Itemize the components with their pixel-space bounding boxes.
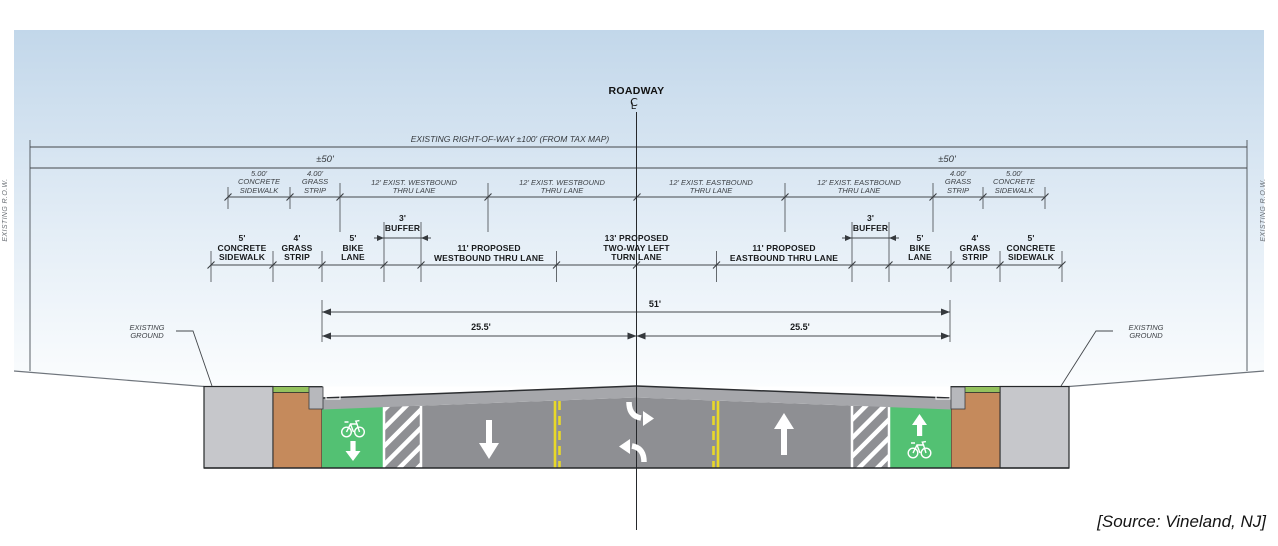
existing-dim-label: 4.00' GRASS STRIP — [301, 169, 329, 195]
row-boundary-lines — [29, 140, 1248, 371]
centerline-symbol-c: C — [630, 96, 638, 109]
half-width-label-right: 25.5' — [790, 322, 810, 332]
proposed-dim-label: 4' GRASS STRIP — [281, 233, 313, 263]
bicycle-icon-right — [907, 440, 932, 459]
proposed-dim-label-buffer: 3' BUFFER — [852, 213, 889, 233]
proposed-dim-label: 11' PROPOSED EASTBOUND THRU LANE — [729, 243, 839, 263]
width-extension-lines — [321, 300, 951, 342]
sky-background — [14, 30, 1264, 387]
existing-dim-label: 12' EXIST. EASTBOUND THRU LANE — [817, 178, 901, 196]
total-width-label: 51' — [648, 299, 662, 309]
eastbound-arrow-icon — [774, 413, 794, 455]
bicycle-icon-left — [341, 419, 366, 438]
proposed-dim-label: 11' PROPOSED WESTBOUND THRU LANE — [433, 243, 545, 263]
proposed-dim-label: 5' CONCRETE SIDEWALK — [1006, 233, 1056, 263]
existing-dim-label: 12' EXIST. WESTBOUND THRU LANE — [371, 178, 457, 196]
existing-ground-label-right: EXISTING GROUND — [1128, 323, 1164, 341]
proposed-dim-label: 4' GRASS STRIP — [959, 233, 991, 263]
existing-dim-label: 4.00' GRASS STRIP — [944, 169, 972, 195]
source-note: [Source: Vineland, NJ] — [1097, 512, 1266, 531]
pavement-markings — [341, 401, 932, 463]
sidewalk-left — [203, 385, 274, 469]
existing-ground-line — [13, 370, 1265, 388]
proposed-dim-label: 5' CONCRETE SIDEWALK — [217, 233, 267, 263]
curb-right — [950, 386, 966, 410]
existing-extension-lines — [227, 183, 1046, 232]
proposed-extension-lines — [210, 222, 1063, 282]
proposed-dim-label: 5' BIKE LANE — [908, 233, 932, 263]
buffer-hatch-left — [384, 406, 421, 468]
existing-dim-label: 5.00' CONCRETE SIDEWALK — [992, 169, 1036, 195]
lane-edge-lines — [382, 406, 891, 468]
yellow-lane-lines — [553, 401, 720, 468]
existing-ground-label-left: EXISTING GROUND — [129, 323, 165, 341]
bike-arrow-left-icon — [345, 441, 361, 461]
bike-arrow-right-icon — [912, 414, 927, 436]
buffer-hatch-right — [852, 406, 889, 468]
row-edge-label-right: EXISTING R.O.W. — [1260, 178, 1267, 242]
proposed-dim-label: 13' PROPOSED TWO-WAY LEFT TURN LANE — [603, 233, 670, 263]
proposed-dim-label: 5' BIKE LANE — [341, 233, 365, 263]
gutter-joint-right — [935, 388, 951, 400]
centerline-symbol: CL — [616, 96, 657, 112]
gutter-joint-left — [325, 388, 341, 400]
half-width-label-left: 25.5' — [471, 322, 491, 332]
curb-left — [308, 386, 324, 410]
proposed-dim-label-buffer: 3' BUFFER — [384, 213, 421, 233]
dimension-arrowheads — [322, 235, 950, 340]
proposed-dim-ticks — [207, 261, 1066, 269]
centerline-symbol-l: L — [630, 101, 636, 112]
half-row-label-right: ±50' — [938, 154, 956, 165]
westbound-arrow-icon — [479, 420, 499, 459]
sidewalk-right — [999, 385, 1070, 469]
existing-dim-label: 12' EXIST. WESTBOUND THRU LANE — [519, 178, 605, 196]
row-edge-label-left: EXISTING R.O.W. — [2, 178, 9, 242]
existing-dim-label: 12' EXIST. EASTBOUND THRU LANE — [669, 178, 753, 196]
right-of-way-heading: EXISTING RIGHT-OF-WAY ±100' (FROM TAX MA… — [410, 134, 610, 144]
two-way-left-turn-arrows-icon — [619, 401, 654, 463]
half-row-label-left: ±50' — [316, 154, 334, 165]
existing-dim-label: 5.00' CONCRETE SIDEWALK — [237, 169, 281, 195]
ground-leader-lines — [176, 330, 1113, 387]
roadway-title: ROADWAY — [608, 85, 665, 97]
extension-lines — [210, 183, 1063, 342]
